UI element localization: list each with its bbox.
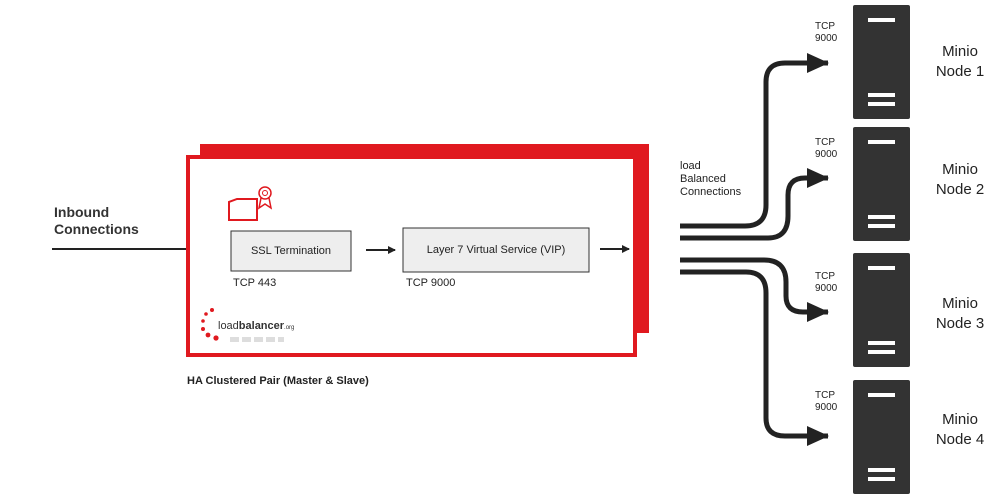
brand-prefix: load	[218, 320, 239, 332]
node-2-label: Minio Node 2	[928, 160, 992, 200]
loadbalancer-logo-mark	[201, 308, 284, 342]
node-4-port: 9000	[815, 402, 838, 413]
inbound-label-line1: Inbound	[54, 204, 110, 220]
node-3-port-label: TCP 9000	[815, 271, 837, 295]
certificate-icon	[228, 186, 273, 221]
node-1-label: Minio Node 1	[928, 42, 992, 82]
server-icon	[853, 127, 910, 241]
balanced-connections-label: load Balanced Connections	[680, 160, 741, 199]
connection-line-node-4	[680, 269, 829, 446]
connection-line-node-2	[680, 168, 829, 241]
connection-line-node-3	[680, 257, 829, 322]
node-1-name-line2: Node 1	[935, 63, 985, 80]
node-4-name-line1: Minio	[942, 411, 978, 428]
node-2-port: 9000	[815, 149, 838, 160]
node-4-name-line2: Node 4	[935, 431, 985, 448]
balanced-line2: Balanced	[680, 173, 726, 185]
node-4-port-label: TCP 9000	[815, 390, 837, 414]
node-1-port: 9000	[815, 33, 838, 44]
node-2-port-label: TCP 9000	[815, 137, 837, 161]
connection-line-node-1	[680, 53, 829, 229]
inbound-label-line2: Connections	[54, 221, 139, 237]
vip-box	[402, 227, 590, 273]
node-2-name-line1: Minio	[942, 161, 978, 178]
brand-bold: balancer	[238, 320, 285, 332]
node-2-name-line2: Node 2	[935, 181, 985, 198]
server-icon	[853, 380, 910, 494]
vip-port-label: TCP 9000	[406, 277, 456, 289]
brand-suffix: .org	[284, 325, 295, 331]
node-1-port-label: TCP 9000	[815, 21, 837, 45]
ssl-termination-label: SSL Termination	[250, 245, 332, 257]
server-icon	[853, 5, 910, 119]
node-3-label: Minio Node 3	[928, 294, 992, 334]
node-1-tcp: TCP	[815, 21, 835, 32]
ha-pair-caption: HA Clustered Pair (Master & Slave)	[187, 375, 369, 387]
node-3-port: 9000	[815, 283, 838, 294]
balanced-line3: Connections	[680, 186, 742, 198]
loadbalancer-logo: loadbalancer.org	[218, 320, 294, 332]
node-4-tcp: TCP	[815, 390, 835, 401]
node-1-name-line1: Minio	[942, 43, 978, 60]
node-3-name-line1: Minio	[942, 295, 978, 312]
inbound-label: Inbound Connections	[54, 204, 139, 238]
balanced-line1: load	[680, 160, 701, 172]
node-3-tcp: TCP	[815, 271, 835, 282]
node-3-name-line2: Node 3	[935, 315, 985, 332]
node-2-tcp: TCP	[815, 137, 835, 148]
ssl-termination-box	[230, 230, 352, 272]
server-icon	[853, 253, 910, 367]
vip-label: Layer 7 Virtual Service (VIP)	[426, 244, 566, 256]
ssl-port-label: TCP 443	[233, 277, 277, 289]
node-4-label: Minio Node 4	[928, 410, 992, 450]
